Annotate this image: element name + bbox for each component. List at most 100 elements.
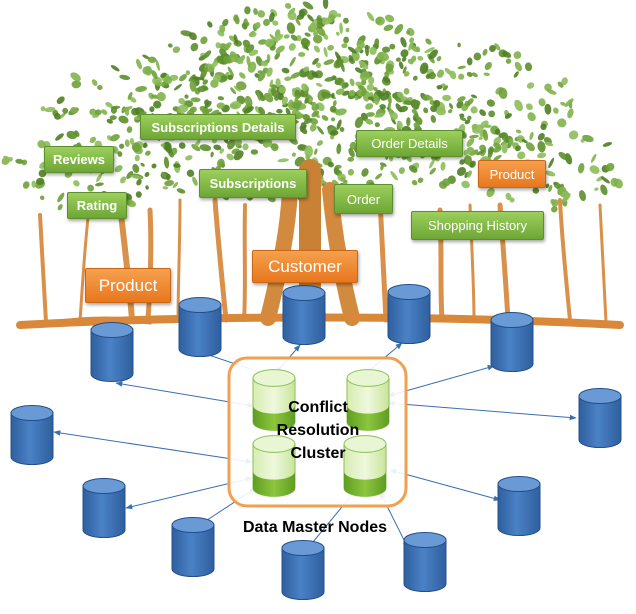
leaf xyxy=(375,16,385,26)
leaf xyxy=(96,173,103,183)
leaf xyxy=(558,151,568,161)
leaf xyxy=(204,101,212,109)
leaf xyxy=(401,56,407,62)
leaf xyxy=(291,152,296,157)
leaf xyxy=(129,138,135,145)
leaf xyxy=(223,56,232,64)
leaf xyxy=(300,89,309,98)
leaf xyxy=(526,82,535,89)
leaf xyxy=(308,98,313,103)
leaf xyxy=(189,106,197,113)
leaf xyxy=(177,104,189,114)
cluster-node-icon xyxy=(346,369,390,431)
leaf xyxy=(428,71,436,80)
leaf xyxy=(488,110,496,118)
leaf xyxy=(457,65,466,70)
leaf xyxy=(540,123,547,131)
leaf xyxy=(233,34,239,45)
leaf xyxy=(378,51,389,61)
data-master-nodes-label: Data Master Nodes xyxy=(242,519,388,536)
leaf xyxy=(417,55,424,61)
leaf xyxy=(124,139,130,147)
leaf xyxy=(219,48,228,58)
leaf xyxy=(173,163,181,168)
leaf xyxy=(281,67,290,74)
database-icon xyxy=(171,516,215,578)
leaf xyxy=(117,151,123,157)
leaf xyxy=(160,72,167,79)
leaf xyxy=(142,142,148,148)
leaf xyxy=(339,127,345,132)
leaf xyxy=(118,115,129,124)
leaf xyxy=(233,150,244,161)
leaf xyxy=(369,46,377,55)
leaf xyxy=(219,24,226,33)
leaf xyxy=(161,171,167,179)
leaf xyxy=(482,129,489,141)
leaf xyxy=(112,145,119,154)
leaf xyxy=(600,184,608,196)
leaf xyxy=(548,157,555,169)
leaf xyxy=(382,76,390,84)
leaf xyxy=(234,16,240,25)
leaf xyxy=(210,151,214,158)
leaf xyxy=(411,109,418,115)
leaf xyxy=(459,116,467,122)
leaf xyxy=(217,96,225,101)
leaf xyxy=(295,18,301,26)
leaf xyxy=(461,180,470,189)
leaf xyxy=(437,69,444,78)
leaf xyxy=(185,70,191,76)
tag-reviews: Reviews xyxy=(44,146,114,173)
leaf xyxy=(406,117,411,127)
leaf xyxy=(398,167,405,174)
leaf xyxy=(515,145,521,152)
leaf xyxy=(165,174,171,181)
leaf xyxy=(341,43,348,49)
leaf xyxy=(567,108,574,119)
leaf xyxy=(298,52,306,57)
cluster-node-icon xyxy=(252,435,296,497)
leaf xyxy=(438,181,447,189)
leaf xyxy=(242,143,249,151)
leaf xyxy=(316,17,325,27)
leaf xyxy=(311,110,320,118)
leaf xyxy=(374,38,380,47)
leaf xyxy=(70,72,81,82)
leaf xyxy=(529,131,534,140)
leaf xyxy=(502,50,512,58)
leaf xyxy=(403,88,410,95)
leaf xyxy=(428,49,438,60)
leaf xyxy=(553,107,559,114)
leaf xyxy=(286,22,296,34)
leaf xyxy=(479,109,486,117)
leaf xyxy=(417,177,424,184)
leaf xyxy=(517,151,526,160)
leaf xyxy=(263,18,270,26)
leaf xyxy=(470,94,478,99)
leaf xyxy=(105,102,113,108)
leaf xyxy=(294,110,303,119)
leaf xyxy=(304,32,311,37)
leaf xyxy=(227,138,236,150)
leaf xyxy=(513,71,519,78)
leaf xyxy=(408,165,418,173)
leaf xyxy=(605,162,615,172)
leaf xyxy=(407,58,414,65)
leaf xyxy=(394,24,404,35)
leaf xyxy=(336,143,342,155)
leaf xyxy=(135,191,142,198)
leaf xyxy=(129,96,137,103)
leaf xyxy=(361,79,367,86)
leaf xyxy=(219,148,225,154)
leaf xyxy=(62,107,69,114)
leaf xyxy=(114,165,123,173)
leaf xyxy=(287,11,297,21)
leaf xyxy=(323,47,328,58)
leaf xyxy=(173,84,182,91)
leaf xyxy=(356,40,365,49)
leaf xyxy=(289,56,296,67)
leaf xyxy=(151,163,157,169)
